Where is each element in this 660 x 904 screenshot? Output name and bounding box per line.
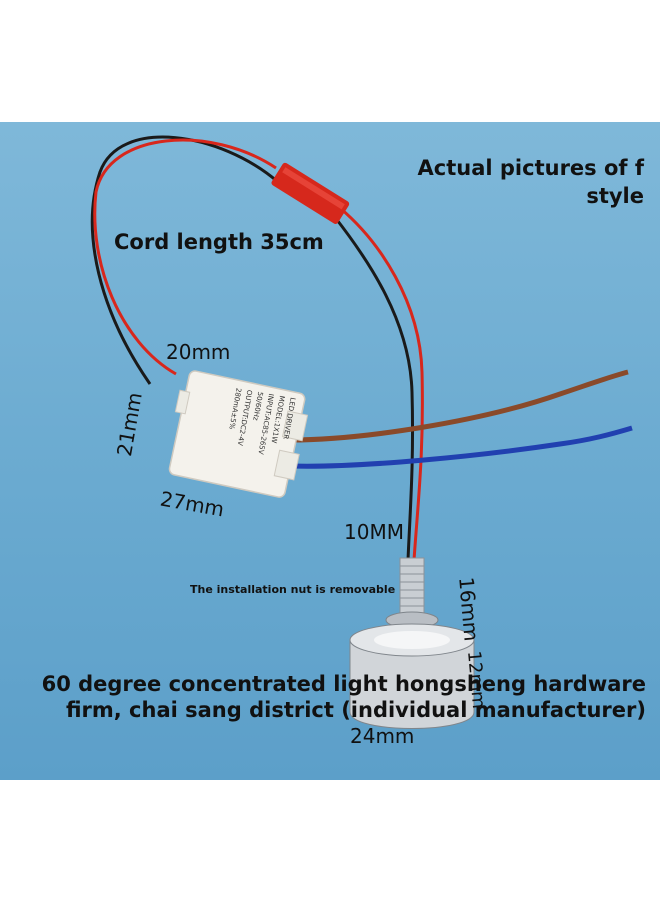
product-photo: Actual pictures of f style Cord length 3… <box>0 122 660 780</box>
black-wire-loop <box>90 135 279 385</box>
brown-input-wire <box>289 369 629 443</box>
title-line-1: Actual pictures of f <box>417 156 644 180</box>
led-lamp <box>349 557 475 729</box>
led-driver-box <box>168 370 309 498</box>
red-wire-to-lamp <box>339 206 424 561</box>
black-wire-to-lamp <box>332 215 415 561</box>
nut-note: The installation nut is removable <box>190 583 396 596</box>
blue-input-wire <box>289 425 633 469</box>
dimension-thread-diameter-label: 10MM <box>344 520 404 544</box>
led-light-scene <box>90 135 633 729</box>
cord-length-label: Cord length 35cm <box>114 230 324 254</box>
bottom-caption-line-2: firm, chai sang district (individual man… <box>65 698 646 722</box>
red-wire-loop <box>93 138 277 376</box>
red-connector <box>271 162 350 224</box>
bottom-caption-line-1: 60 degree concentrated light hongsheng h… <box>41 672 646 696</box>
dimension-head-diameter-label: 24mm <box>350 724 415 748</box>
dimension-width-label: 20mm <box>166 340 231 364</box>
title-line-2: style <box>586 184 644 208</box>
driver-label-print: LED DRIVER MODEL:1X1W INPUT:AC85-265V 50… <box>184 381 297 483</box>
